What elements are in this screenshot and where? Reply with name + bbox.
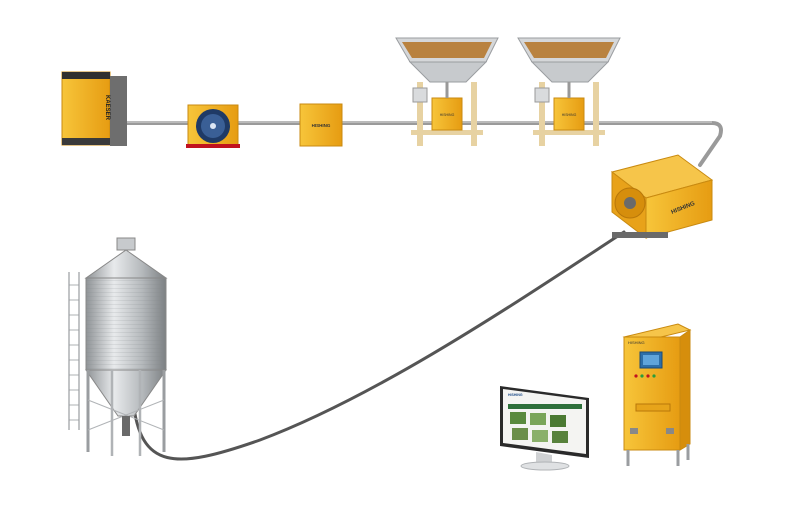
monitor-brand-label: HISHING [508,393,523,397]
air-compressor[interactable]: KAESER [61,71,127,146]
computer-monitor[interactable]: HISHING [500,386,589,471]
distributor[interactable]: HISHING [610,154,714,240]
control-box[interactable]: HISHING [299,103,343,147]
conveying-hose [131,230,626,461]
storage-silo[interactable] [68,237,168,456]
conveying-pipe-top [123,121,723,167]
hopper-1-label: HISHING [440,113,455,117]
cabinet-brand-label: HISHING [628,340,645,345]
control-box-label: HISHING [312,123,331,128]
weighing-hopper-2[interactable]: HISHING [517,37,621,146]
blower-unit[interactable] [186,104,240,148]
hopper-2-label: HISHING [562,113,577,117]
weighing-hopper-1[interactable]: HISHING [395,37,499,146]
compressor-brand-label: KAESER [104,95,110,121]
electrical-cabinet[interactable]: HISHING [622,323,692,466]
